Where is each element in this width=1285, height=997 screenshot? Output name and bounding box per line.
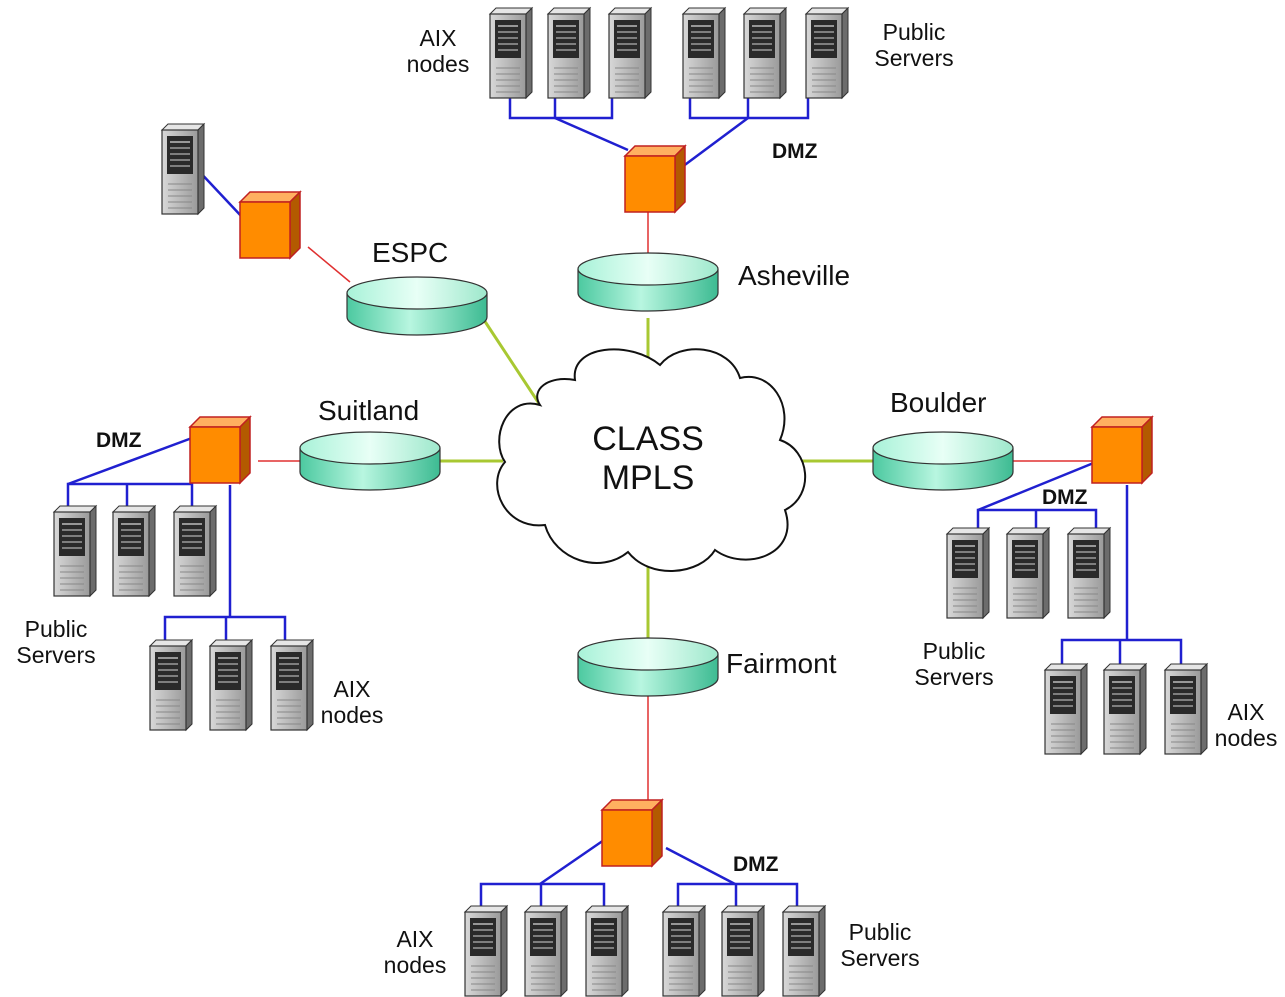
aix-label-line1: AIX: [419, 25, 457, 51]
firewall-links: [258, 212, 1092, 800]
public-label-boulder: Public Servers: [902, 638, 1006, 691]
asheville-public-servers: [682, 7, 849, 99]
espc-server: [161, 123, 205, 215]
aix-label-line1: AIX: [1227, 699, 1265, 725]
suitland-public-servers: [53, 505, 217, 597]
aix-label-line2: nodes: [320, 702, 384, 729]
public-label-line2: Servers: [16, 642, 96, 669]
suitland-aix-servers: [149, 639, 314, 731]
cloud-label: CLASS MPLS: [578, 420, 718, 498]
site-label-asheville: Asheville: [738, 260, 851, 291]
firewall-boulder: [1091, 416, 1153, 484]
public-label-line2: Servers: [874, 45, 954, 72]
cloud-label-line1: CLASS: [592, 420, 704, 458]
dmz-label-asheville: DMZ: [772, 140, 818, 163]
site-label-boulder: Boulder: [890, 387, 987, 418]
dmz-label-suitland: DMZ: [96, 429, 142, 452]
aix-label-line2: nodes: [383, 952, 447, 979]
public-label-fairmont: Public Servers: [828, 919, 932, 972]
router-boulder: [872, 431, 1014, 491]
site-label-suitland: Suitland: [318, 395, 420, 426]
firewall-fairmont: [601, 799, 663, 867]
public-label-suitland: Public Servers: [4, 616, 108, 669]
router-fairmont: [577, 637, 719, 697]
aix-label-line1: AIX: [333, 676, 371, 702]
lan-links: [66, 96, 1183, 906]
public-label-line1: Public: [24, 616, 88, 642]
aix-label-suitland: AIX nodes: [312, 676, 392, 729]
aix-label-asheville: AIX nodes: [398, 25, 478, 78]
public-label-line1: Public: [882, 19, 946, 45]
site-label-espc: ESPC: [372, 237, 449, 268]
public-label-line2: Servers: [840, 945, 920, 972]
router-espc: [346, 276, 488, 336]
aix-label-line2: nodes: [1214, 725, 1278, 752]
router-suitland: [299, 431, 441, 491]
aix-label-boulder: AIX nodes: [1206, 699, 1285, 752]
public-label-asheville: Public Servers: [862, 19, 966, 72]
aix-label-fairmont: AIX nodes: [375, 926, 455, 979]
mpls-cloud: [496, 348, 807, 572]
asheville-aix-servers: [489, 7, 652, 99]
aix-label-line2: nodes: [406, 51, 470, 78]
dmz-label-fairmont: DMZ: [733, 853, 779, 876]
firewall-espc: [239, 191, 301, 259]
boulder-public-servers: [946, 527, 1111, 619]
dmz-label-boulder: DMZ: [1042, 486, 1088, 509]
aix-label-line1: AIX: [396, 926, 434, 952]
boulder-aix-servers: [1044, 663, 1208, 755]
fairmont-aix-servers: [464, 905, 629, 997]
site-label-fairmont: Fairmont: [726, 648, 837, 679]
public-label-line1: Public: [922, 638, 986, 664]
firewall-suitland: [189, 416, 251, 484]
public-label-line1: Public: [848, 919, 912, 945]
public-label-line2: Servers: [914, 664, 994, 691]
firewall-asheville: [624, 145, 686, 213]
fairmont-public-servers: [662, 905, 826, 997]
cloud-label-line2: MPLS: [601, 459, 695, 498]
router-asheville: [577, 252, 719, 312]
